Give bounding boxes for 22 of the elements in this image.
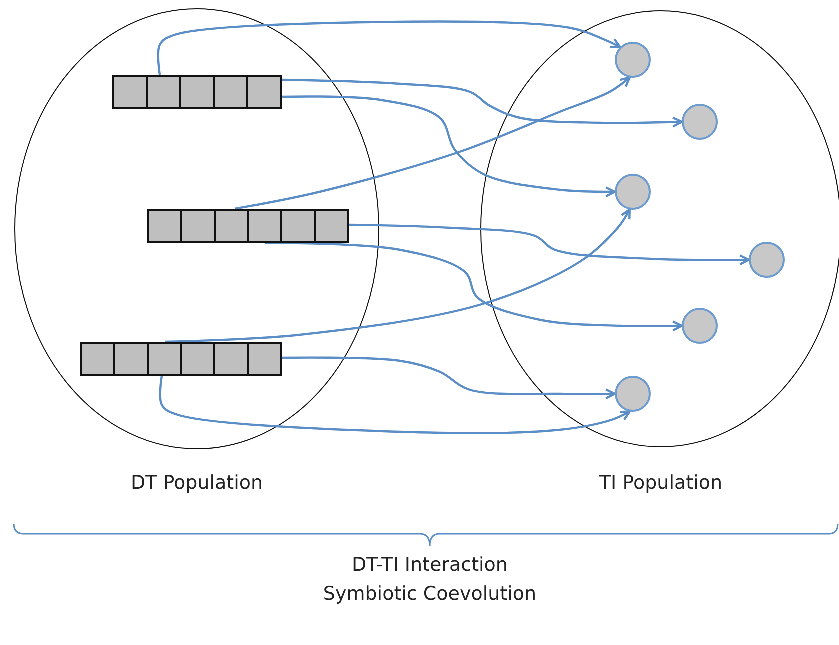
- circle-node: [682, 104, 718, 140]
- circle-node: [749, 242, 785, 278]
- arrow: [282, 356, 616, 400]
- arrow: [265, 242, 684, 332]
- circle-node: [615, 174, 651, 210]
- arrow: [157, 20, 622, 76]
- cell-bar: [80, 342, 282, 376]
- population-label: DT Population: [130, 472, 264, 494]
- arrow: [164, 208, 631, 344]
- arrow: [348, 224, 750, 266]
- population-label: TI Population: [598, 472, 724, 494]
- arrow: [282, 78, 684, 128]
- arrow: [159, 376, 631, 434]
- caption-text: DT-TI Interaction: [352, 554, 508, 576]
- circle-node: [615, 376, 651, 412]
- cell-bar: [112, 75, 282, 109]
- caption-text: Symbiotic Coevolution: [323, 583, 537, 605]
- cell-bar: [147, 209, 349, 243]
- arrow: [282, 96, 616, 198]
- circle-node: [682, 308, 718, 344]
- circle-node: [615, 42, 651, 78]
- arrow: [234, 76, 631, 210]
